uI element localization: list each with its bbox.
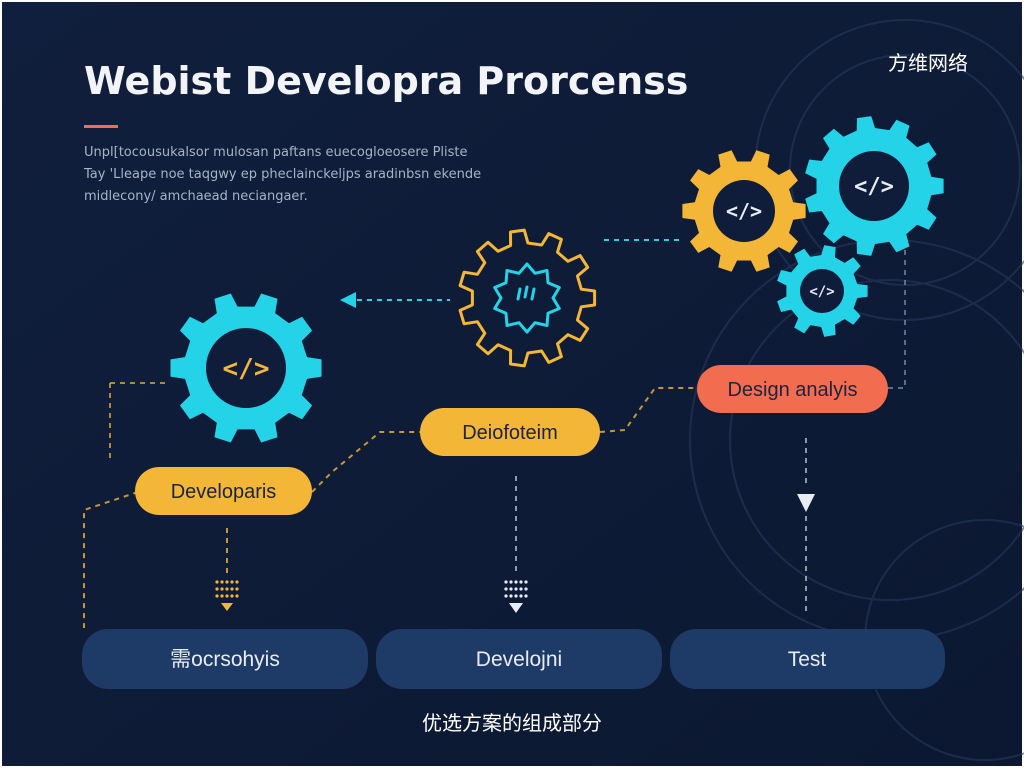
step-label-3: Design analyis	[727, 379, 857, 401]
gear-icon-yellow: </>	[682, 150, 806, 272]
bottom-button-3[interactable]: Test	[670, 629, 945, 689]
bottom-caption: 优选方案的组成部分	[422, 711, 602, 735]
gear-icon-cyan-large: </>	[805, 116, 944, 256]
dotted-arrow-center-icon	[504, 580, 528, 613]
bottom-button-3-label: Test	[788, 648, 827, 671]
dotted-arrow-left-icon	[215, 580, 239, 611]
arrow-left-icon	[340, 292, 356, 308]
gear-icon-outline-center	[458, 228, 597, 368]
gear-icon-yellow-code-label: </>	[726, 199, 762, 223]
gear-icon-cyan-left-code-label: </>	[223, 354, 270, 384]
gear-icon-cyan-small-code-label: </>	[809, 284, 834, 300]
step-pill-developaris[interactable]: Developaris	[135, 467, 312, 515]
bottom-button-1[interactable]: 需ocrsohyis	[82, 629, 368, 689]
step-pill-deiofoteim[interactable]: Deiofoteim	[420, 408, 600, 456]
bottom-button-1-label: 需ocrsohyis	[170, 648, 280, 671]
step-label-1: Developaris	[171, 481, 277, 503]
gear-icon-cyan-large-code-label: </>	[854, 175, 894, 200]
arrow-down-icon	[797, 494, 815, 512]
step-label-2: Deiofoteim	[462, 422, 558, 444]
bottom-button-2-label: Develojni	[476, 648, 562, 671]
splat-outline-icon	[493, 262, 561, 334]
watermark-text: 方维网络	[888, 51, 968, 75]
bottom-button-2[interactable]: Develojni	[376, 629, 662, 689]
dashed-connectors	[83, 239, 906, 628]
description-line-1: Unpl[tocousukalsor mulosan paftans eueco…	[84, 145, 468, 160]
title-accent-bar	[84, 125, 118, 128]
gear-icon-cyan-left: </>	[170, 293, 322, 443]
description-line-3: midlecony/ amchaead neciangaer.	[84, 189, 308, 204]
step-pill-design-analysis[interactable]: Design analyis	[697, 365, 888, 413]
description-line-2: Tay 'Lleape noe taqgwy ep pheclainckeljp…	[83, 167, 481, 182]
gear-icon-cyan-small: </>	[777, 245, 868, 337]
page-title: Webist Developra Prorcenss	[84, 59, 688, 103]
gears-group: </> </> </> </>	[170, 116, 944, 443]
